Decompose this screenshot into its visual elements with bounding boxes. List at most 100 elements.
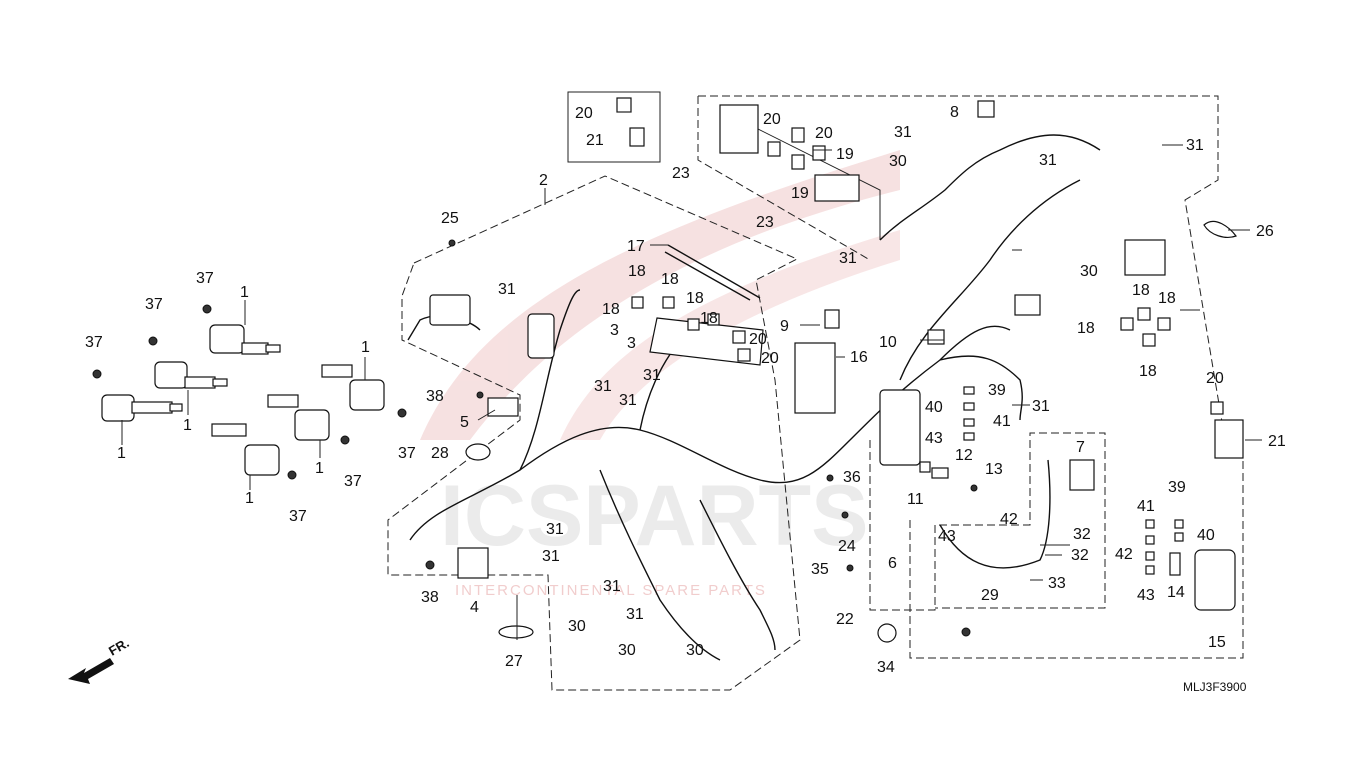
callout-16: 16 (850, 349, 868, 366)
callout-31: 31 (1186, 137, 1204, 154)
callout-43: 43 (925, 430, 943, 447)
callout-38: 38 (421, 589, 439, 606)
callout-20: 20 (1206, 370, 1224, 387)
main-wire-harness (407, 104, 1244, 661)
ignition-coil-e (267, 394, 330, 441)
leader-lines (121, 111, 1262, 640)
callout-32: 32 (1071, 547, 1089, 564)
relays (616, 97, 1224, 576)
callout-5: 5 (460, 414, 469, 431)
callout-38: 38 (426, 388, 444, 405)
callout-40: 40 (1197, 527, 1215, 544)
callout-39: 39 (988, 382, 1006, 399)
callout-21: 21 (586, 132, 604, 149)
callout-13: 13 (985, 461, 1003, 478)
callout-33: 33 (1048, 575, 1066, 592)
callout-18: 18 (686, 290, 704, 307)
callout-18: 18 (1132, 282, 1150, 299)
callout-11: 11 (907, 491, 924, 508)
callout-25: 25 (441, 210, 459, 227)
callout-18: 18 (700, 310, 718, 327)
callout-31: 31 (546, 521, 564, 538)
ignition-coil-c (209, 324, 281, 355)
callout-31: 31 (839, 250, 857, 267)
callout-17: 17 (627, 238, 645, 255)
callout-3: 3 (627, 335, 636, 352)
callout-20: 20 (815, 125, 833, 142)
callout-23: 23 (672, 165, 690, 182)
callout-22: 22 (836, 611, 854, 628)
callout-18: 18 (602, 301, 620, 318)
callout-37: 37 (398, 445, 416, 462)
callout-31: 31 (594, 378, 612, 395)
callout-1: 1 (315, 460, 324, 477)
callout-42: 42 (1115, 546, 1133, 563)
bolts (92, 239, 978, 637)
callout-35: 35 (811, 561, 829, 578)
callout-18: 18 (1139, 363, 1157, 380)
callout-18: 18 (628, 263, 646, 280)
callout-31: 31 (603, 578, 621, 595)
callout-20: 20 (575, 105, 593, 122)
ignition-coils (101, 324, 385, 476)
callout-18: 18 (661, 271, 679, 288)
callout-1: 1 (240, 284, 249, 301)
callout-8: 8 (950, 104, 959, 121)
callout-31: 31 (643, 367, 661, 384)
watermark-sub: INTERCONTINENTAL SPARE PARTS (455, 582, 767, 599)
callout-1: 1 (117, 445, 126, 462)
callout-31: 31 (1032, 398, 1050, 415)
callout-43: 43 (1137, 587, 1155, 604)
callout-6: 6 (888, 555, 897, 572)
callout-27: 27 (505, 653, 523, 670)
callout-31: 31 (498, 281, 516, 298)
callout-19: 19 (836, 146, 854, 163)
diagram-reference-code: MLJ3F3900 (1183, 680, 1247, 694)
callout-20: 20 (749, 331, 767, 348)
callout-20: 20 (763, 111, 781, 128)
callout-37: 37 (145, 296, 163, 313)
ignition-coil-a (101, 394, 183, 422)
callout-41: 41 (1137, 498, 1155, 515)
callout-37: 37 (196, 270, 214, 287)
callout-15: 15 (1208, 634, 1226, 651)
callout-39: 39 (1168, 479, 1186, 496)
callout-37: 37 (344, 473, 362, 490)
callout-7: 7 (1076, 439, 1085, 456)
callout-36: 36 (843, 469, 861, 486)
callout-30: 30 (1080, 263, 1098, 280)
callout-31: 31 (619, 392, 637, 409)
front-direction-label: FR. (106, 635, 132, 658)
ignition-coil-d (321, 364, 385, 411)
callout-12: 12 (955, 447, 973, 464)
callout-37: 37 (289, 508, 307, 525)
callout-30: 30 (686, 642, 704, 659)
callout-2: 2 (539, 172, 548, 189)
callout-37: 37 (85, 334, 103, 351)
watermark: ICSPARTS INTERCONTINENTAL SPARE PARTS (420, 150, 900, 599)
callout-9: 9 (780, 318, 789, 335)
callout-40: 40 (925, 399, 943, 416)
callout-18: 18 (1077, 320, 1095, 337)
callout-31: 31 (626, 606, 644, 623)
ignition-coil-f (211, 423, 280, 476)
callout-31: 31 (1039, 152, 1057, 169)
callout-41: 41 (993, 413, 1011, 430)
front-direction-arrow: FR. (68, 635, 132, 684)
callout-30: 30 (568, 618, 586, 635)
callout-29: 29 (981, 587, 999, 604)
callout-3: 3 (610, 322, 619, 339)
group-outlines (387, 91, 1244, 691)
callout-28: 28 (431, 445, 449, 462)
callout-26: 26 (1256, 223, 1274, 240)
callout-42: 42 (1000, 511, 1018, 528)
callout-24: 24 (838, 538, 856, 555)
callout-10: 10 (879, 334, 897, 351)
callout-18: 18 (1158, 290, 1176, 307)
callout-19: 19 (791, 185, 809, 202)
callout-30: 30 (618, 642, 636, 659)
callout-20: 20 (761, 350, 779, 367)
callout-14: 14 (1167, 584, 1185, 601)
